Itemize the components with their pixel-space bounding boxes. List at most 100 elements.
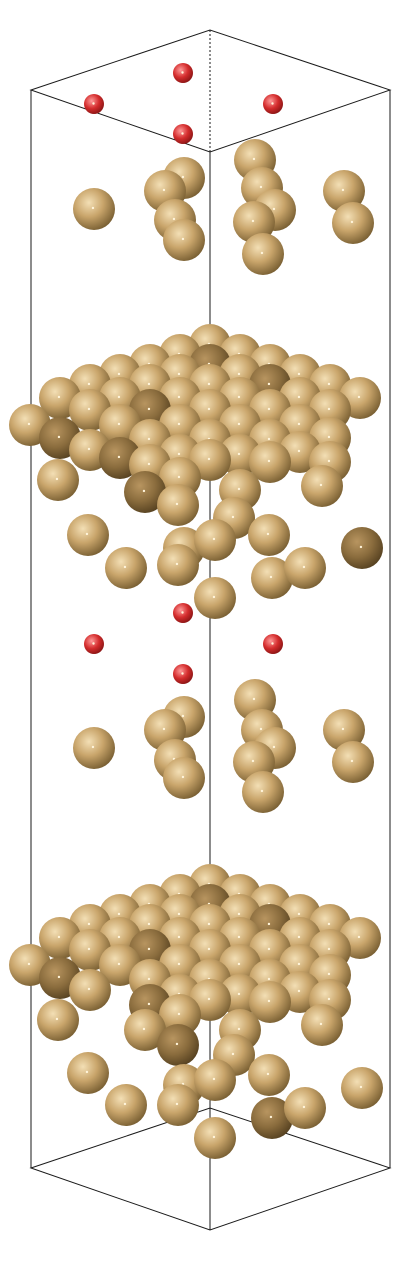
metal-atom-highlight <box>87 922 91 926</box>
metal-atom-highlight <box>269 575 273 579</box>
metal-atom <box>157 1024 199 1066</box>
metal-atom-highlight <box>327 459 331 463</box>
metal-atom-highlight <box>359 545 363 549</box>
oxygen-atom-highlight <box>271 642 274 645</box>
metal-atom-highlight <box>237 372 241 376</box>
metal-atom-highlight <box>269 1115 273 1119</box>
oxygen-atom-highlight <box>271 102 274 105</box>
metal-atom-highlight <box>357 935 361 939</box>
metal-atom-highlight <box>85 532 89 536</box>
metal-atom-highlight <box>297 912 301 916</box>
metal-atom-highlight <box>327 972 331 976</box>
metal-atom-highlight <box>175 1102 179 1106</box>
metal-atom-highlight <box>57 395 61 399</box>
metal-atom <box>163 219 205 261</box>
metal-atom-highlight <box>267 922 271 926</box>
metal-atom-highlight <box>181 714 185 718</box>
metal-atom-highlight <box>359 1085 363 1089</box>
metal-atom-highlight <box>260 789 264 793</box>
metal-atom-highlight <box>212 537 216 541</box>
metal-atom <box>251 1097 293 1139</box>
metal-atom-highlight <box>123 1102 127 1106</box>
metal-atom-highlight <box>237 992 241 996</box>
metal-atom-highlight <box>175 502 179 506</box>
metal-atom-highlight <box>212 1077 216 1081</box>
metal-atom <box>332 741 374 783</box>
metal-atom-highlight <box>237 935 241 939</box>
metal-atom-highlight <box>142 489 146 493</box>
metal-atom <box>157 544 199 586</box>
metal-atom-highlight <box>237 912 241 916</box>
metal-atom-highlight <box>267 977 271 981</box>
metal-atom-highlight <box>162 727 166 731</box>
metal-atom-highlight <box>319 1022 323 1026</box>
metal-atom <box>301 465 343 507</box>
metal-atom <box>323 170 365 212</box>
metal-atom-highlight <box>117 935 121 939</box>
metal-atom <box>332 202 374 244</box>
metal-atom-highlight <box>267 437 271 441</box>
metal-atom-highlight <box>177 962 181 966</box>
metal-atom-highlight <box>27 962 31 966</box>
metal-atom <box>105 1084 147 1126</box>
metal-atom-highlight <box>207 382 211 386</box>
metal-atom-highlight <box>231 1052 235 1056</box>
metal-atom-highlight <box>297 962 301 966</box>
metal-atom-highlight <box>117 372 121 376</box>
metal-atom-highlight <box>341 188 345 192</box>
metal-atom <box>284 547 326 589</box>
metal-atom-highlight <box>142 1027 146 1031</box>
metal-atom-highlight <box>327 382 331 386</box>
metal-atom-highlight <box>87 947 91 951</box>
metal-atom-highlight <box>147 462 151 466</box>
metal-atom-highlight <box>302 1105 306 1109</box>
oxygen-atom-highlight <box>92 642 95 645</box>
metal-atom-highlight <box>327 407 331 411</box>
metal-atom-highlight <box>177 422 181 426</box>
metal-atom-highlight <box>207 407 211 411</box>
metal-atom-highlight <box>181 175 185 179</box>
metal-atom <box>124 1009 166 1051</box>
metal-atom-highlight <box>350 759 354 763</box>
metal-atom <box>157 484 199 526</box>
metal-atom-highlight <box>327 947 331 951</box>
metal-atom-highlight <box>181 237 185 241</box>
metal-atom-highlight <box>212 1135 216 1139</box>
metal-atom-highlight <box>172 217 176 221</box>
metal-atom-highlight <box>212 595 216 599</box>
metal-atom-highlight <box>147 407 151 411</box>
metal-atom <box>248 514 290 556</box>
metal-atom-highlight <box>267 459 271 463</box>
metal-atom-highlight <box>177 395 181 399</box>
metal-atom-highlight <box>123 565 127 569</box>
oxygen-atom-highlight <box>92 102 95 105</box>
metal-atom-highlight <box>147 977 151 981</box>
oxygen-atom-highlight <box>181 672 184 675</box>
metal-atom <box>37 459 79 501</box>
metal-atom <box>248 1054 290 1096</box>
metal-atom <box>163 757 205 799</box>
metal-atom-highlight <box>267 999 271 1003</box>
metal-atom <box>67 514 109 556</box>
metal-atom-highlight <box>147 1002 151 1006</box>
metal-atom-highlight <box>237 962 241 966</box>
atoms-layer <box>9 63 383 1159</box>
metal-atom-highlight <box>319 483 323 487</box>
metal-atom <box>242 771 284 813</box>
metal-atom-highlight <box>252 697 256 701</box>
metal-atom-highlight <box>297 989 301 993</box>
metal-atom-highlight <box>117 912 121 916</box>
metal-atom-highlight <box>117 395 121 399</box>
metal-atom-highlight <box>297 449 301 453</box>
metal-atom-highlight <box>266 1072 270 1076</box>
metal-atom-highlight <box>177 1012 181 1016</box>
metal-atom <box>37 999 79 1041</box>
metal-atom-highlight <box>117 455 121 459</box>
metal-atom-highlight <box>297 395 301 399</box>
metal-atom-highlight <box>259 185 263 189</box>
metal-atom-highlight <box>207 997 211 1001</box>
metal-atom-highlight <box>207 922 211 926</box>
metal-atom <box>233 201 275 243</box>
metal-atom-highlight <box>327 435 331 439</box>
